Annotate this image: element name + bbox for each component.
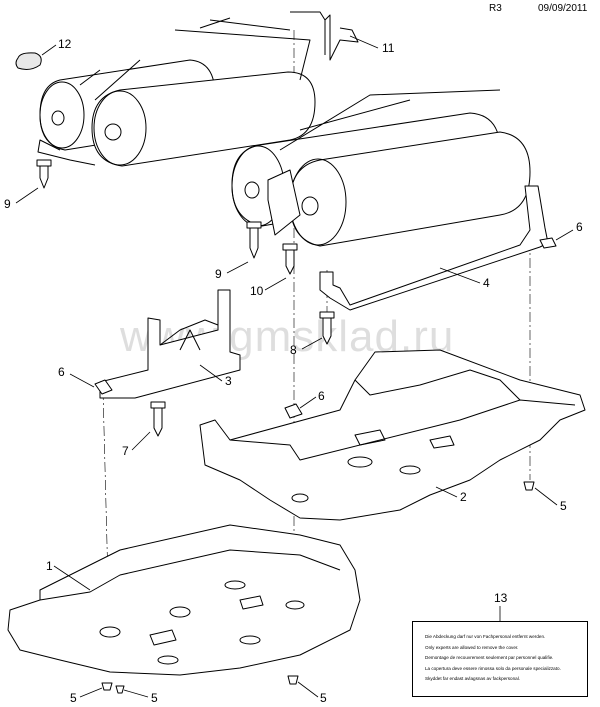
callout-6: 6 <box>58 365 65 379</box>
warning-line-sv: Skyddet far endast avlagsnas av fackpers… <box>425 676 520 681</box>
bracket-11 <box>290 11 359 61</box>
warning-label-13: Die Abdeckung darf nur von Fachpersonal … <box>412 621 588 697</box>
callout-9: 9 <box>4 197 11 211</box>
bracket-3 <box>99 289 241 399</box>
underbody-shield-1 <box>7 524 361 676</box>
callout-5: 5 <box>320 691 327 705</box>
callout-13: 13 <box>494 591 508 605</box>
callout-6: 6 <box>576 220 583 234</box>
callout-6: 6 <box>318 389 325 403</box>
warning-line-it: La copertura deve essere rimossa solo da… <box>425 665 561 671</box>
push-pins <box>101 481 535 694</box>
clip-nuts <box>94 237 557 419</box>
callout-1: 1 <box>46 559 53 573</box>
underbody-shield-2 <box>199 349 586 521</box>
warning-line-de: Die Abdeckung darf nur von Fachpersonal … <box>425 634 546 639</box>
callout-5: 5 <box>70 691 77 705</box>
leader-lines <box>15 35 574 698</box>
callout-10: 10 <box>250 284 264 298</box>
cng-tank-assembly-left <box>37 17 316 167</box>
grommet-12 <box>15 52 42 70</box>
callout-5: 5 <box>151 691 158 705</box>
callout-7: 7 <box>122 444 129 458</box>
warning-line-en: Only experts are allowed to remove the c… <box>425 644 519 650</box>
date-label: 09/09/2011 <box>538 3 588 14</box>
callout-9: 9 <box>215 267 222 281</box>
bracket-4 <box>319 185 549 311</box>
revision-label: R3 <box>489 3 502 14</box>
callout-numbers: 12 11 9 9 10 8 4 6 3 6 7 6 2 5 1 5 5 5 1… <box>4 37 583 705</box>
callout-5: 5 <box>560 499 567 513</box>
callout-12: 12 <box>58 37 72 51</box>
cng-tank-assembly-right <box>231 89 531 247</box>
bolts <box>36 159 335 437</box>
callout-3: 3 <box>225 374 232 388</box>
callout-4: 4 <box>483 276 490 290</box>
callout-8: 8 <box>290 343 297 357</box>
callout-2: 2 <box>460 490 467 504</box>
warning-line-fr: Demontage de recouvrement seulement par … <box>425 655 554 660</box>
callout-11: 11 <box>382 41 395 55</box>
